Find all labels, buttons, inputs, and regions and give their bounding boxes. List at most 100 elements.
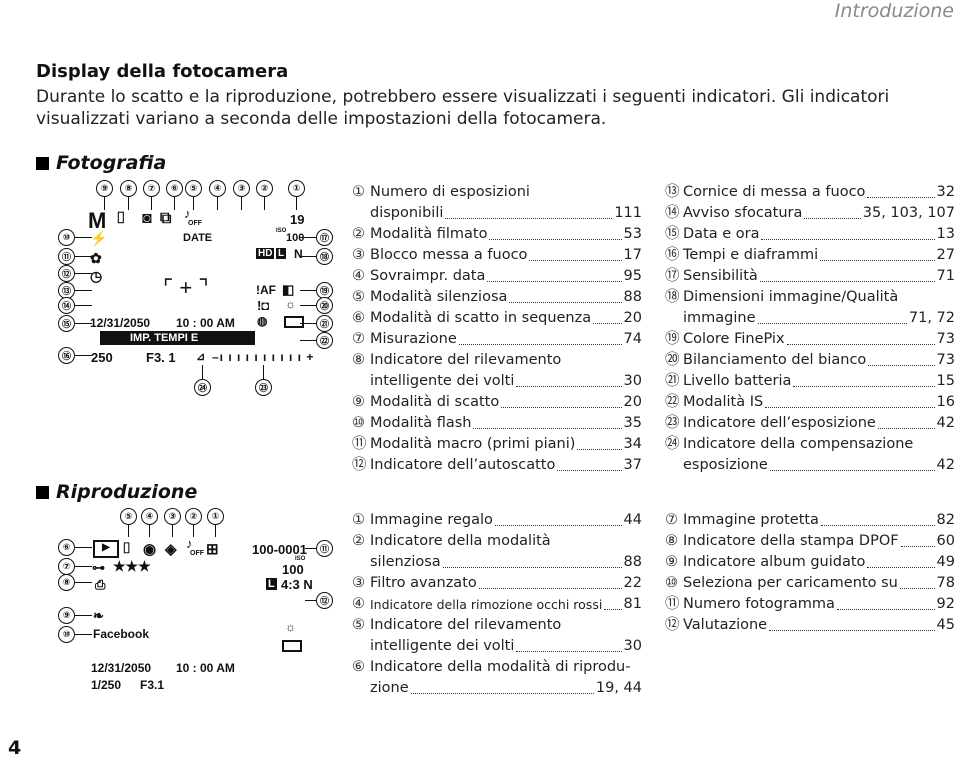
dot-leader — [516, 636, 622, 652]
date-display: 12/31/2050 — [91, 661, 152, 675]
dot-leader — [593, 308, 622, 324]
page-ref: 53 — [623, 226, 642, 242]
item-number: ⑧ — [352, 352, 365, 368]
dot-leader — [868, 350, 935, 366]
item-number: ㉓ — [665, 415, 680, 431]
leader-line — [72, 273, 92, 274]
item-text: Modalità di scatto in sequenza — [370, 310, 592, 326]
item-text: disponibili — [370, 205, 444, 221]
size-badge: L — [276, 248, 287, 259]
item-line: Indicatore dell’esposizione 42 — [683, 413, 955, 434]
callout-marker: ② — [185, 508, 202, 525]
section-photo-title: Fotografia — [56, 152, 167, 174]
dot-leader — [529, 245, 622, 261]
page-ref: 16 — [936, 394, 955, 410]
item-number: ⑪ — [352, 436, 367, 452]
callout-marker: ④ — [141, 508, 158, 525]
is-mode-icon: ◍ — [257, 314, 268, 328]
callout-marker: ⑤ — [185, 180, 202, 197]
item-number: ② — [352, 226, 365, 242]
callout-marker: ⑱ — [316, 248, 333, 265]
item-text: Indicatore della modalità — [370, 533, 551, 549]
dot-leader — [769, 455, 935, 471]
item-text: Livello batteria — [683, 373, 792, 389]
page-ref: 92 — [936, 596, 955, 612]
dot-leader — [557, 455, 622, 471]
blur-warning-icon: !◘ — [257, 298, 270, 313]
callout-marker: ⑩ — [58, 626, 75, 643]
item-text: Indicatore dell’esposizione — [683, 415, 876, 431]
item-text: Avviso sfocatura — [683, 205, 803, 221]
section-photo: Fotografia — [36, 152, 166, 174]
callout-marker: ⑥ — [166, 180, 183, 197]
item-line: Indicatore del rilevamento — [370, 615, 642, 636]
page-number: 4 — [8, 737, 22, 759]
item-text: intelligente dei volti — [370, 638, 515, 654]
callout-marker: ③ — [233, 180, 250, 197]
item-line: Indicatore della modalità di riprodu- — [370, 657, 642, 678]
dot-leader — [804, 203, 861, 219]
dot-leader — [836, 594, 935, 610]
leader-line — [72, 634, 92, 635]
item-text: Colore FinePix — [683, 331, 785, 347]
item-text: Sovraimpr. data — [370, 268, 486, 284]
size-badge: L — [266, 578, 277, 590]
leader-line — [300, 340, 318, 341]
date-display: 12/31/2050 — [90, 316, 151, 330]
callout-marker: ⑪ — [58, 248, 75, 265]
page-ref: 95 — [623, 268, 642, 284]
item-text: esposizione — [683, 457, 768, 473]
page-ref: 32 — [936, 184, 955, 200]
leader-line — [72, 323, 92, 324]
page-ref: 42 — [936, 415, 955, 431]
leader-line — [305, 600, 318, 601]
item-number: ⑲ — [665, 331, 680, 347]
page-ref: 73 — [936, 352, 955, 368]
item-text: Dimensioni immagine/Qualità — [683, 289, 899, 305]
dot-leader — [487, 266, 622, 282]
red-eye-icon: ◉ — [143, 541, 157, 558]
dot-leader — [604, 594, 622, 610]
dot-leader — [765, 392, 935, 408]
leader-line — [104, 196, 105, 210]
dot-leader — [516, 371, 622, 387]
leader-line — [172, 524, 173, 537]
leader-line — [151, 196, 152, 210]
shutter-speed: 1/250 — [91, 678, 122, 692]
callout-marker: ① — [288, 180, 305, 197]
dot-leader — [759, 266, 935, 282]
page-ref: 35 — [623, 415, 642, 431]
item-number: ⑤ — [352, 289, 365, 305]
callout-marker: ③ — [164, 508, 181, 525]
battery-icon — [282, 640, 302, 652]
callout-marker: ⑫ — [316, 592, 333, 609]
dot-leader — [478, 573, 622, 589]
callout-marker: ⑨ — [58, 607, 75, 624]
page-ref: 60 — [936, 533, 955, 549]
item-number: ⑳ — [665, 352, 680, 368]
item-number: ⑰ — [665, 268, 680, 284]
leader-line — [72, 290, 92, 291]
leader-line — [241, 196, 242, 210]
running-header: Introduzione — [834, 0, 954, 22]
silent-off-label: OFF — [190, 550, 204, 557]
callout-marker: ⑤ — [120, 508, 137, 525]
